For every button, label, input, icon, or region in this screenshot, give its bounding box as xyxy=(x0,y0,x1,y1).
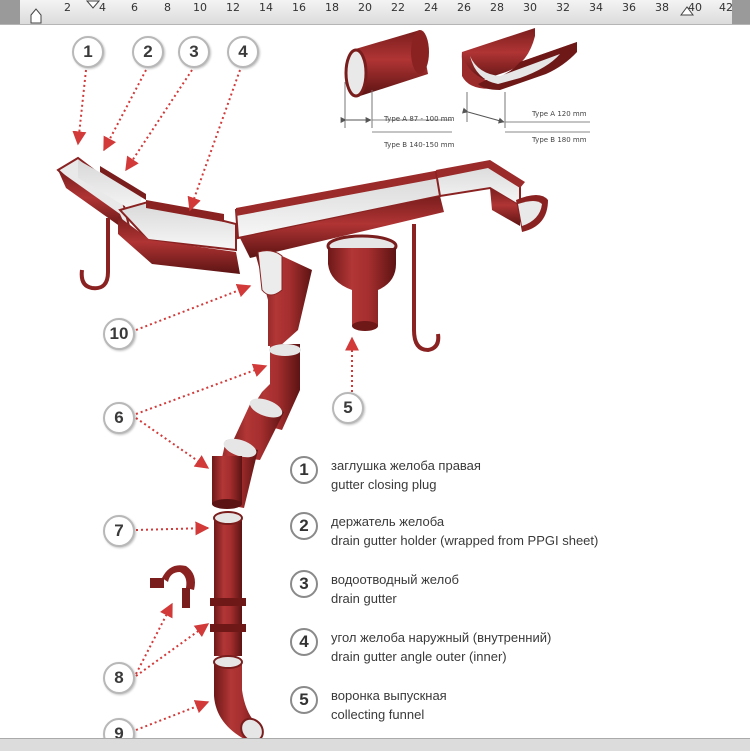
legend-item: 4 угол желоба наружный (внутренний) drai… xyxy=(290,628,590,672)
ruler-tick: 40 xyxy=(688,1,702,14)
legend-number: 4 xyxy=(290,628,318,656)
legend-label-en: drain gutter holder (wrapped from PPGI s… xyxy=(331,533,599,548)
gutter-hooks xyxy=(79,218,441,353)
callout-8: 8 xyxy=(103,662,135,694)
ruler-tick: 2 xyxy=(64,1,71,14)
ruler-tick: 20 xyxy=(358,1,372,14)
ruler-tick: 10 xyxy=(193,1,207,14)
callout-3: 3 xyxy=(178,36,210,68)
ruler-tick: 26 xyxy=(457,1,471,14)
legend-label-ru: воронка выпускная xyxy=(331,688,447,703)
left-indent-marker[interactable] xyxy=(30,8,42,24)
legend-label-en: drain gutter xyxy=(331,591,397,606)
legend-label-ru: заглушка желоба правая xyxy=(331,458,481,473)
ruler-tick: 6 xyxy=(131,1,138,14)
legend-label-en: drain gutter angle outer (inner) xyxy=(331,649,507,664)
legend-item: 5 воронка выпускная collecting funnel xyxy=(290,686,590,730)
callout-4: 4 xyxy=(227,36,259,68)
callout-2: 2 xyxy=(132,36,164,68)
ruler-tick: 36 xyxy=(622,1,636,14)
half-gutter-type-b-note: Type B 180 mm xyxy=(532,136,587,144)
ruler-tick: 18 xyxy=(325,1,339,14)
ruler-tick: 16 xyxy=(292,1,306,14)
ruler-tick: 8 xyxy=(164,1,171,14)
round-pipe-sample xyxy=(340,30,452,133)
round-pipe-type-a-note: Type A 87 - 100 mm xyxy=(384,115,455,123)
callout-5: 5 xyxy=(332,392,364,424)
half-gutter-type-a-note: Type A 120 mm xyxy=(532,110,587,118)
right-indent-marker[interactable] xyxy=(680,4,694,16)
legend-label-en: gutter closing plug xyxy=(331,477,437,492)
ruler-tick: 24 xyxy=(424,1,438,14)
legend-label-ru: держатель желоба xyxy=(331,514,445,529)
ruler-tick: 14 xyxy=(259,1,273,14)
bottom-scrollbar[interactable] xyxy=(0,738,750,751)
legend-item: 3 водоотводный желоб drain gutter xyxy=(290,570,590,614)
legend-item: 2 держатель желоба drain gutter holder (… xyxy=(290,512,598,556)
legend-number: 3 xyxy=(290,570,318,598)
ruler-tick: 22 xyxy=(391,1,405,14)
legend-number: 1 xyxy=(290,456,318,484)
ruler-tick: 42 xyxy=(719,1,733,14)
legend-label-en: collecting funnel xyxy=(331,707,425,722)
ruler-tick: 30 xyxy=(523,1,537,14)
callout-6: 6 xyxy=(103,402,135,434)
ruler-tick: 12 xyxy=(226,1,240,14)
ruler-margin-right xyxy=(732,0,750,24)
collecting-funnel xyxy=(326,234,398,331)
top-ruler: 2 4 6 8 10 12 14 16 18 20 22 24 26 28 30… xyxy=(0,0,750,25)
ruler-tick: 34 xyxy=(589,1,603,14)
round-pipe-type-b-note: Type B 140-150 mm xyxy=(384,141,455,149)
legend-label-ru: угол желоба наружный (внутренний) xyxy=(331,630,552,645)
callout-1: 1 xyxy=(72,36,104,68)
first-line-indent-marker[interactable] xyxy=(86,0,100,10)
legend-number: 2 xyxy=(290,512,318,540)
ruler-tick: 32 xyxy=(556,1,570,14)
legend-label-ru: водоотводный желоб xyxy=(331,572,460,587)
gutter-run xyxy=(56,156,548,274)
callout-10: 10 xyxy=(103,318,135,350)
half-round-gutter-sample xyxy=(461,28,590,133)
legend-item: 1 заглушка желоба правая gutter closing … xyxy=(290,456,590,500)
ruler-tick: 4 xyxy=(99,1,106,14)
callout-arrows xyxy=(72,69,359,731)
callout-7: 7 xyxy=(103,515,135,547)
ruler-margin-left xyxy=(0,0,20,24)
ruler-tick: 38 xyxy=(655,1,669,14)
legend-number: 5 xyxy=(290,686,318,714)
pipe-clamp xyxy=(150,565,195,608)
downpipe xyxy=(210,250,312,743)
ruler-tick: 28 xyxy=(490,1,504,14)
